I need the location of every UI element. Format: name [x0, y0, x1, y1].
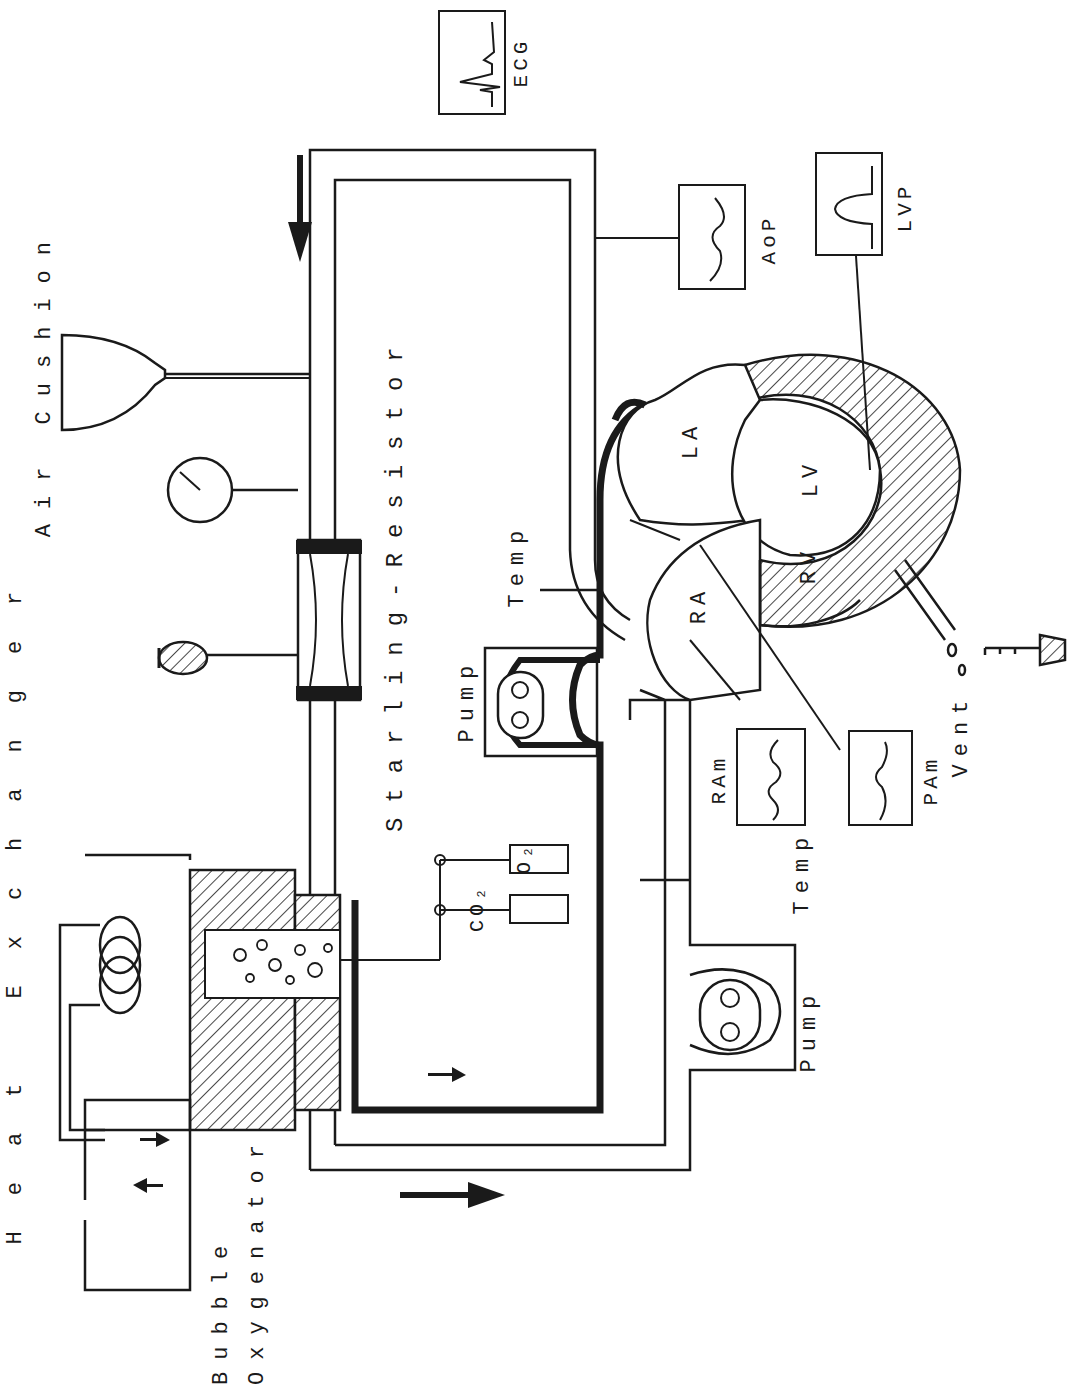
monitor-label: PAm	[920, 755, 943, 805]
pump-rotor	[498, 672, 543, 738]
pump-housing	[485, 648, 597, 756]
leader-line	[596, 238, 870, 750]
monitor-box: AoP	[678, 184, 746, 290]
monitor-trace	[817, 154, 881, 254]
monitor-label: ECG	[510, 37, 533, 87]
part-label: Air Cushion	[33, 227, 57, 537]
temp-probe	[640, 879, 690, 882]
gas-label: O₂	[514, 842, 536, 874]
part-label: Heat Exchanger	[4, 556, 28, 1245]
vent	[895, 560, 1065, 675]
monitor-label: AoP	[758, 214, 781, 264]
flow-arrow	[133, 155, 505, 1208]
part-label: Vent	[950, 693, 974, 778]
chamber-label: LV	[800, 459, 824, 497]
part-label: Bubble Oxygenator	[204, 1115, 276, 1385]
chamber-label: RV	[798, 546, 822, 584]
inflation-bulb	[159, 642, 207, 674]
part-label: Pump	[798, 988, 822, 1073]
monitor-box: RAm	[736, 728, 806, 826]
part-label: Temp	[506, 523, 530, 608]
temp-probe	[540, 589, 600, 592]
monitor-box: PAm	[848, 730, 913, 826]
pressure-gauge	[168, 458, 232, 522]
part-label: Temp	[791, 830, 815, 915]
monitor-label: LVP	[894, 182, 917, 232]
part-label: Pump	[456, 658, 480, 743]
chamber-label: LA	[680, 421, 704, 459]
gas-cylinder	[435, 845, 568, 923]
gas-label: CO₂	[467, 884, 489, 932]
monitor-trace	[680, 186, 744, 288]
monitor-box: LVP	[815, 152, 883, 256]
monitor-label: RAm	[708, 754, 731, 804]
tubing	[335, 180, 625, 1145]
monitor-trace	[850, 732, 911, 824]
bubble-oxygenator	[190, 870, 295, 1130]
pump-rotor	[700, 980, 760, 1050]
pump-tube	[690, 969, 780, 1054]
part-label: Starling-Resistor	[383, 332, 409, 832]
chamber-label: RA	[688, 586, 712, 624]
monitor-trace	[738, 730, 804, 824]
air-cushion	[62, 335, 165, 430]
heat-exchanger-coil	[60, 917, 190, 1290]
monitor-box: ECG	[438, 10, 506, 115]
starling-resistor	[298, 540, 360, 700]
monitor-trace	[440, 12, 504, 113]
heart	[615, 355, 960, 700]
